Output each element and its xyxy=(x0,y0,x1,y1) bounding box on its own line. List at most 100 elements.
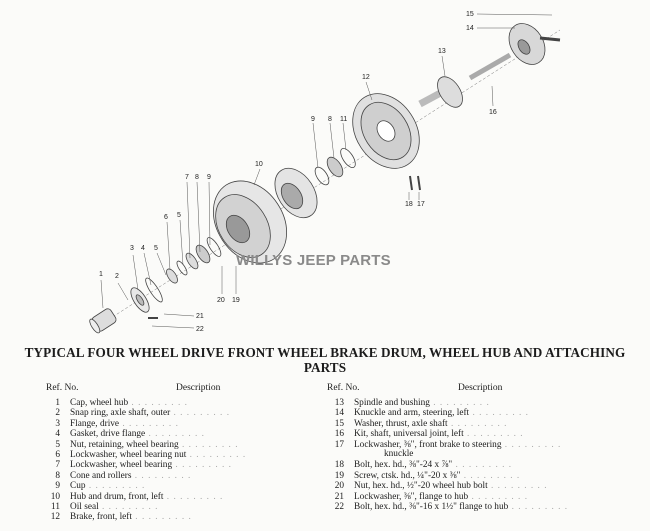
table-row: 1 Cap, wheel hub . . . . . . . . . xyxy=(44,398,188,408)
leader-dots: . . . . . . . . . xyxy=(145,429,205,440)
leader-dots: . . . . . . . . . xyxy=(131,470,192,481)
axle-shaft-part xyxy=(468,52,512,81)
leader-dots: . . . . . . . . . xyxy=(98,502,159,512)
leader-dots: . . . . . . . . . xyxy=(85,481,146,492)
callout-17: 17 xyxy=(417,201,425,208)
leader-dots: . . . . . . . . . xyxy=(178,439,239,450)
watermark: WILLYS JEEP PARTS xyxy=(236,252,391,269)
hub-flange-part xyxy=(274,167,318,219)
bolt-parts xyxy=(148,175,421,319)
ref-number: 14 xyxy=(334,408,344,419)
table-row: 10 Hub and drum, front, left . . . . . . … xyxy=(44,492,223,502)
callout-8b: 8 xyxy=(328,116,332,123)
callout-18: 18 xyxy=(405,201,413,208)
leader-dots: . . . . . . . . . xyxy=(501,439,562,450)
callout-3: 3 xyxy=(130,245,134,252)
part-description: Spindle and bushing xyxy=(354,398,430,408)
ref-number: 7 xyxy=(55,460,60,471)
description-header-right: Description xyxy=(458,383,503,393)
leader-dots: . . . . . . . . . xyxy=(452,460,513,471)
part-description: Knuckle and arm, steering, left xyxy=(354,408,470,419)
page-title: TYPICAL FOUR WHEEL DRIVE FRONT WHEEL BRA… xyxy=(24,345,626,360)
spindle-part xyxy=(418,76,463,108)
brake-assembly-part xyxy=(352,93,420,169)
leader-dots: . . . . . . . . . xyxy=(487,481,548,492)
part-description: Bolt, hex. hd., ⅜"-16 x 1½" flange to hu… xyxy=(354,502,509,512)
leader-dots: . . . . . . . . . xyxy=(460,470,521,481)
leader-dots: . . . . . . . . . xyxy=(469,408,529,419)
ref-number: 15 xyxy=(334,418,344,429)
callout-5b: 5 xyxy=(177,212,181,219)
ref-number: 4 xyxy=(55,429,60,440)
part-description: Lockwasher, ⅜", flange to hub xyxy=(354,491,469,502)
callout-1: 1 xyxy=(99,271,103,278)
callout-11: 11 xyxy=(340,116,347,123)
steering-knuckle-part xyxy=(508,23,561,65)
part-description: Lockwasher, wheel bearing nut xyxy=(70,450,187,460)
part-description: Cap, wheel hub xyxy=(70,398,129,408)
ref-number: 19 xyxy=(334,470,344,481)
drive-flange-part xyxy=(130,287,150,313)
part-description: Cone and rollers xyxy=(70,470,132,481)
table-row: 11 Oil seal . . . . . . . . . xyxy=(44,502,159,512)
gasket-part xyxy=(145,277,163,303)
leader-dots: . . . . . . . . . xyxy=(429,398,490,408)
ref-number: 20 xyxy=(334,481,344,492)
part-description: Oil seal xyxy=(70,502,99,512)
ref-number: 12 xyxy=(50,512,60,523)
callout-7: 7 xyxy=(185,174,189,181)
ref-number: 13 xyxy=(334,398,344,408)
part-description: Screw, ctsk. hd., ¼"-20 x ⅜" xyxy=(354,470,461,481)
table-row: 6 Lockwasher, wheel bearing nut . . . . .… xyxy=(44,450,246,460)
leader-dots: . . . . . . . . . xyxy=(119,418,179,429)
callout-9b: 9 xyxy=(311,116,315,123)
ref-number: 6 xyxy=(55,450,60,460)
leader-dots: . . . . . . . . . xyxy=(172,460,232,471)
leader-dots: . . . . . . . . . xyxy=(163,491,224,502)
part-description: Washer, thrust, axle shaft xyxy=(354,418,448,429)
part-description: Lockwasher, ⅜", front brake to steering xyxy=(354,439,502,450)
exploded-parts-diagram: 1 2 3 4 5 6 5 7 8 9 10 9 8 11 12 13 14 1… xyxy=(89,11,561,334)
ref-number: 1 xyxy=(55,398,60,408)
leader-dots: . . . . . . . . . xyxy=(131,512,192,523)
ref-number: 9 xyxy=(55,481,60,492)
ref-number: 11 xyxy=(51,502,60,512)
ref-header-right: Ref. No. xyxy=(327,383,360,393)
ref-number: 10 xyxy=(50,491,60,502)
callout-8: 8 xyxy=(195,174,199,181)
leader-dots: . . . . . . . . . xyxy=(128,398,188,408)
callout-16: 16 xyxy=(489,109,497,116)
leader-dots: . . . . . . . . . xyxy=(186,450,247,460)
part-description: Hub and drum, front, left xyxy=(70,491,164,502)
callout-19: 19 xyxy=(232,297,240,304)
callout-10: 10 xyxy=(255,161,263,168)
ref-number: 21 xyxy=(334,491,344,502)
leader-dots: . . . . . . . . . xyxy=(508,502,569,512)
ref-number: 5 xyxy=(55,439,60,450)
ref-number: 22 xyxy=(334,502,344,512)
part-description: Flange, drive xyxy=(70,418,120,429)
callout-12: 12 xyxy=(362,74,370,81)
callout-2: 2 xyxy=(115,273,119,280)
table-row: 22 Bolt, hex. hd., ⅜"-16 x 1½" flange to … xyxy=(328,502,568,512)
hub-and-drum-part xyxy=(212,180,288,264)
ref-number: 17 xyxy=(334,439,344,450)
callout-21: 21 xyxy=(196,313,204,320)
table-row: 13 Spindle and bushing . . . . . . . . . xyxy=(328,398,490,408)
part-description: Snap ring, axle shaft, outer xyxy=(70,408,171,419)
table-row: 14 Knuckle and arm, steering, left . . . … xyxy=(328,408,529,418)
continuation-text: knuckle xyxy=(384,449,414,459)
callout-15: 15 xyxy=(466,11,474,18)
